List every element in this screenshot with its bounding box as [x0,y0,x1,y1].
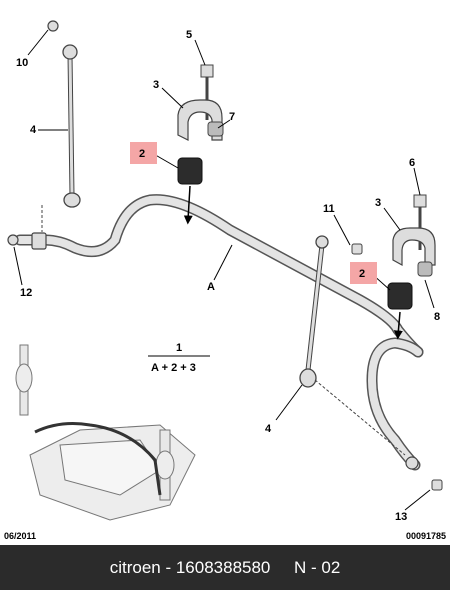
callout-10: 10 [16,57,28,69]
callout-2-left: 2 [139,148,145,160]
legend-number: 1 [176,342,182,354]
right-drop-link [299,235,443,491]
callout-13: 13 [395,511,407,523]
callout-4-left: 4 [30,124,37,136]
callout-2-right: 2 [359,268,365,280]
callout-3-left: 3 [153,79,159,91]
right-clamp-assembly [387,194,436,340]
footer-date: 06/2011 [4,531,37,541]
vehicle-subframe-thumbnail [15,344,196,521]
bottom-bar: citroen - 1608388580 N - 02 [0,545,450,590]
left-clamp-assembly [177,64,224,225]
callout-11: 11 [323,203,335,215]
callout-5: 5 [186,29,192,41]
footer-ref: 00091785 [405,531,446,541]
left-drop-link [41,20,81,232]
leader-lines [13,29,435,511]
stabiliser-bar [7,194,424,471]
callout-A: A [207,281,215,293]
exploded-parts-diagram: 10 4 5 3 7 2 6 3 11 2 8 A 12 4 13 1 A + … [7,20,443,523]
callout-7: 7 [229,111,235,123]
callout-6: 6 [409,157,415,169]
highlight-box-2b [350,262,377,284]
bottom-bar-text: citroen - 1608388580 N - 02 [109,557,341,577]
callout-12: 12 [20,287,32,299]
highlight-box-2a [130,142,157,164]
callout-4-right: 4 [265,423,272,435]
callout-8: 8 [434,311,440,323]
legend-formula: A + 2 + 3 [151,362,196,374]
callout-3-right: 3 [375,197,381,209]
